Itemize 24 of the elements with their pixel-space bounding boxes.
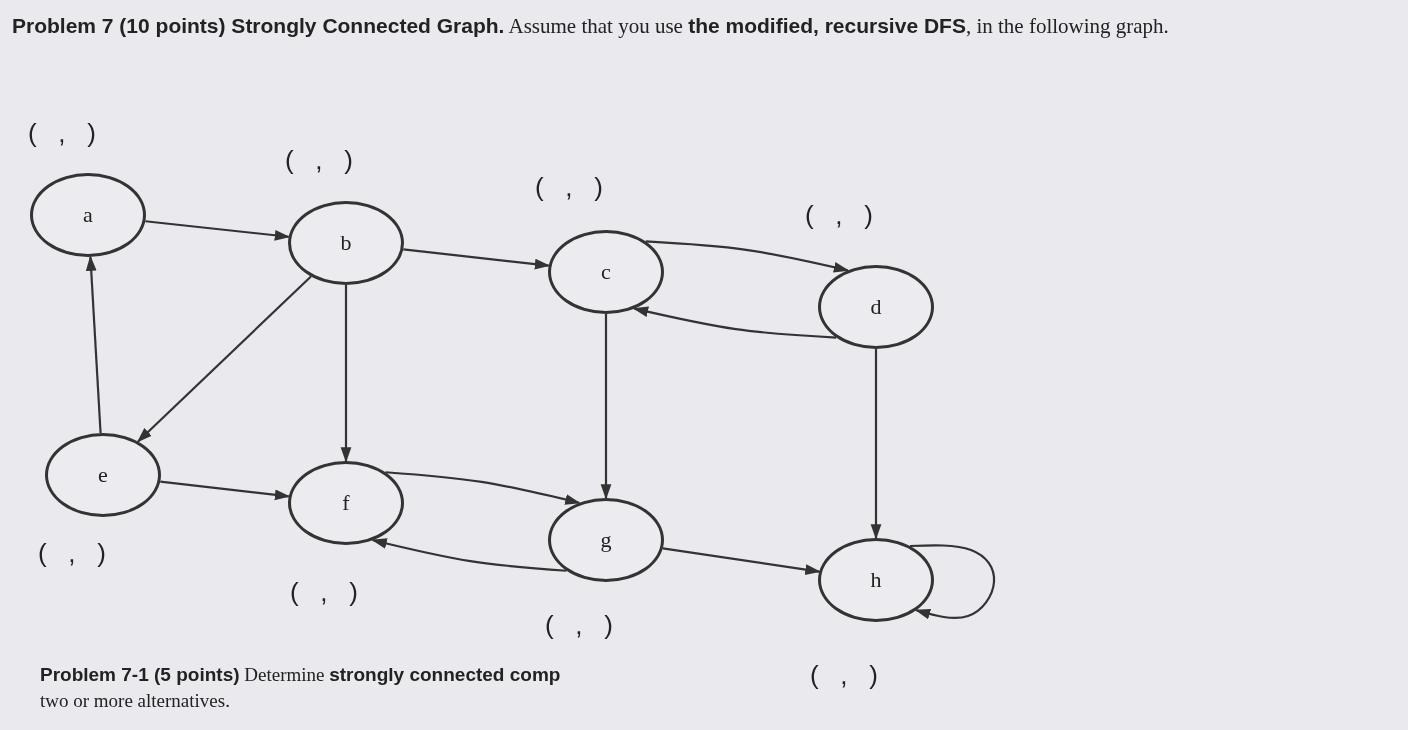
timestamp-label: ( , ): [805, 200, 873, 231]
vertex-label: d: [870, 294, 882, 320]
arrow: [662, 547, 821, 575]
vertex-label: a: [83, 202, 93, 228]
timestamp-label: ( , ): [28, 118, 96, 149]
arrow: [600, 314, 612, 500]
title-text: Problem 7 (10 points) Strongly Connected Graph. Assume that you use the modified, recursive DFS, in the following graph.: [12, 14, 1169, 39]
vertex-label: c: [601, 259, 611, 285]
note-text: Problem 7-1 (5 points) Determine strongly connected comp: [40, 664, 561, 686]
timestamp-label: ( , ): [545, 610, 613, 641]
note-text: two or more alternatives.: [40, 690, 230, 712]
vertex-label: f: [342, 490, 350, 516]
timestamp-label: ( , ): [810, 660, 878, 691]
arrow: [340, 285, 352, 463]
vertex-label: h: [870, 567, 882, 593]
timestamp-label: ( , ): [535, 172, 603, 203]
timestamp-label: ( , ): [38, 538, 106, 569]
vertex-label: b: [340, 230, 352, 256]
vertex-label: e: [98, 462, 108, 488]
timestamp-label: ( , ): [285, 145, 353, 176]
timestamp-label: ( , ): [290, 577, 358, 608]
arrow: [870, 349, 882, 540]
vertex-label: g: [600, 527, 612, 553]
arrow: [85, 255, 102, 434]
